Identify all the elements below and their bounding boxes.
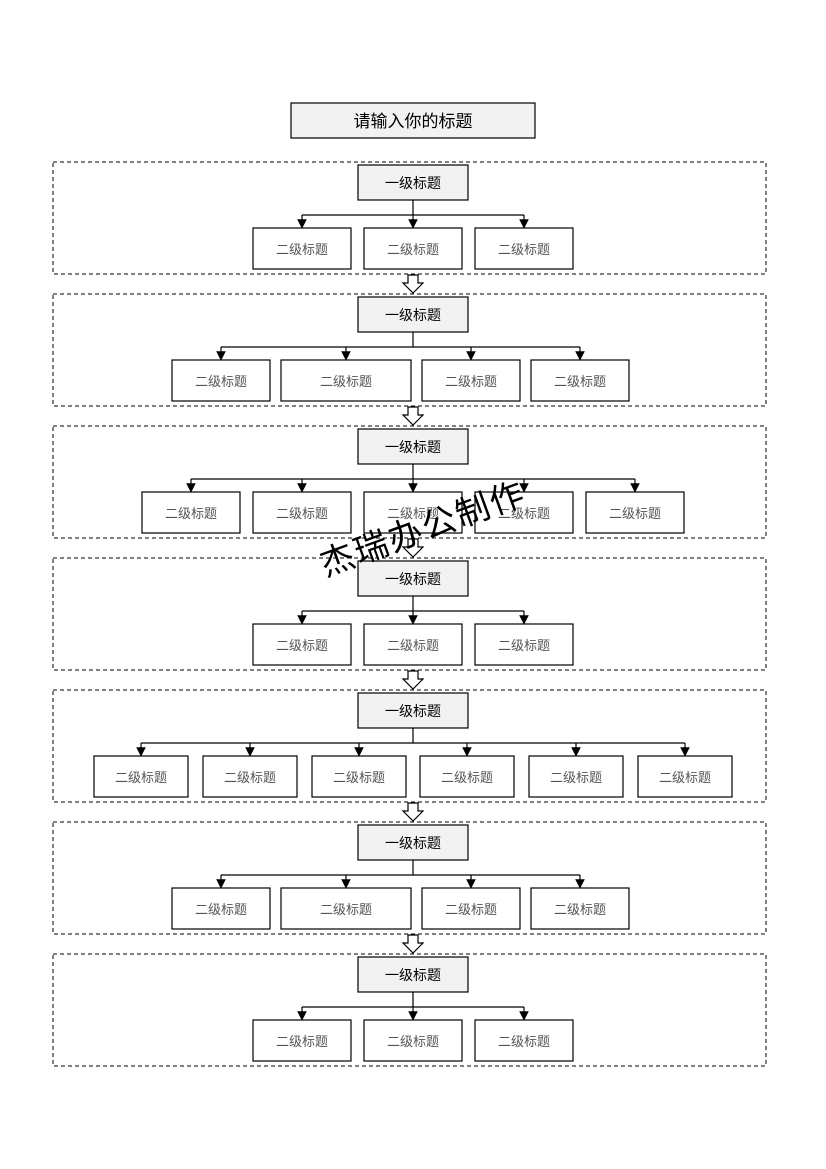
- level2-label: 二级标题: [441, 771, 493, 786]
- level2-box: [363, 227, 463, 270]
- level2-label: 二级标题: [276, 1035, 328, 1050]
- level1-label: 一级标题: [385, 968, 441, 984]
- level1-box: [357, 164, 469, 201]
- section-flow-arrow-icon: [401, 670, 425, 690]
- level2-box: [474, 491, 574, 534]
- level2-box: [474, 623, 574, 666]
- level2-box: [252, 623, 352, 666]
- level2-label: 二级标题: [659, 771, 711, 786]
- level2-box: [637, 755, 733, 798]
- level2-box: [171, 359, 271, 402]
- level2-box: [171, 887, 271, 930]
- level2-box: [474, 227, 574, 270]
- level2-label: 二级标题: [498, 639, 550, 654]
- level2-label: 二级标题: [498, 1035, 550, 1050]
- level2-box: [280, 887, 412, 930]
- level2-label: 二级标题: [498, 507, 550, 522]
- level2-box: [530, 887, 630, 930]
- level2-label: 二级标题: [554, 903, 606, 918]
- level2-label: 二级标题: [115, 771, 167, 786]
- level2-label: 二级标题: [550, 771, 602, 786]
- level2-box: [528, 755, 624, 798]
- level2-box: [141, 491, 241, 534]
- level1-box: [357, 824, 469, 861]
- level2-label: 二级标题: [195, 903, 247, 918]
- level2-box: [252, 1019, 352, 1062]
- level2-box: [252, 227, 352, 270]
- level2-box: [202, 755, 298, 798]
- level1-label: 一级标题: [385, 704, 441, 720]
- level2-box: [421, 887, 521, 930]
- level2-box: [474, 1019, 574, 1062]
- section-flow-arrow-icon: [401, 538, 425, 558]
- level2-box: [363, 623, 463, 666]
- level2-box: [252, 491, 352, 534]
- level1-box: [357, 428, 469, 465]
- level1-label: 一级标题: [385, 836, 441, 852]
- level2-label: 二级标题: [387, 1035, 439, 1050]
- level1-label: 一级标题: [385, 176, 441, 192]
- level2-label: 二级标题: [445, 903, 497, 918]
- level2-box: [363, 491, 463, 534]
- level2-label: 二级标题: [445, 375, 497, 390]
- level2-box: [280, 359, 412, 402]
- page-title: 请输入你的标题: [354, 112, 473, 132]
- level2-label: 二级标题: [195, 375, 247, 390]
- section-flow-arrow-icon: [401, 274, 425, 294]
- level1-box: [357, 956, 469, 993]
- level2-label: 二级标题: [333, 771, 385, 786]
- level2-label: 二级标题: [498, 243, 550, 258]
- level2-label: 二级标题: [165, 507, 217, 522]
- level2-box: [93, 755, 189, 798]
- level1-box: [357, 296, 469, 333]
- level1-box: [357, 692, 469, 729]
- level2-label: 二级标题: [609, 507, 661, 522]
- level2-box: [421, 359, 521, 402]
- level1-label: 一级标题: [385, 572, 441, 588]
- level1-box: [357, 560, 469, 597]
- level2-label: 二级标题: [276, 243, 328, 258]
- level2-label: 二级标题: [276, 639, 328, 654]
- level2-label: 二级标题: [320, 903, 372, 918]
- level2-label: 二级标题: [224, 771, 276, 786]
- level2-box: [363, 1019, 463, 1062]
- section-flow-arrow-icon: [401, 934, 425, 954]
- level2-label: 二级标题: [276, 507, 328, 522]
- section-flow-arrow-icon: [401, 802, 425, 822]
- level2-box: [419, 755, 515, 798]
- level2-box: [311, 755, 407, 798]
- level2-label: 二级标题: [387, 243, 439, 258]
- sections: 一级标题二级标题二级标题二级标题一级标题二级标题二级标题二级标题二级标题一级标题…: [52, 161, 767, 1067]
- level2-box: [530, 359, 630, 402]
- level1-label: 一级标题: [385, 440, 441, 456]
- level1-label: 一级标题: [385, 308, 441, 324]
- level2-label: 二级标题: [387, 639, 439, 654]
- title-box: 请输入你的标题: [290, 102, 536, 139]
- level2-label: 二级标题: [320, 375, 372, 390]
- level2-box: [585, 491, 685, 534]
- section-flow-arrow-icon: [401, 406, 425, 426]
- level2-label: 二级标题: [387, 507, 439, 522]
- level2-label: 二级标题: [554, 375, 606, 390]
